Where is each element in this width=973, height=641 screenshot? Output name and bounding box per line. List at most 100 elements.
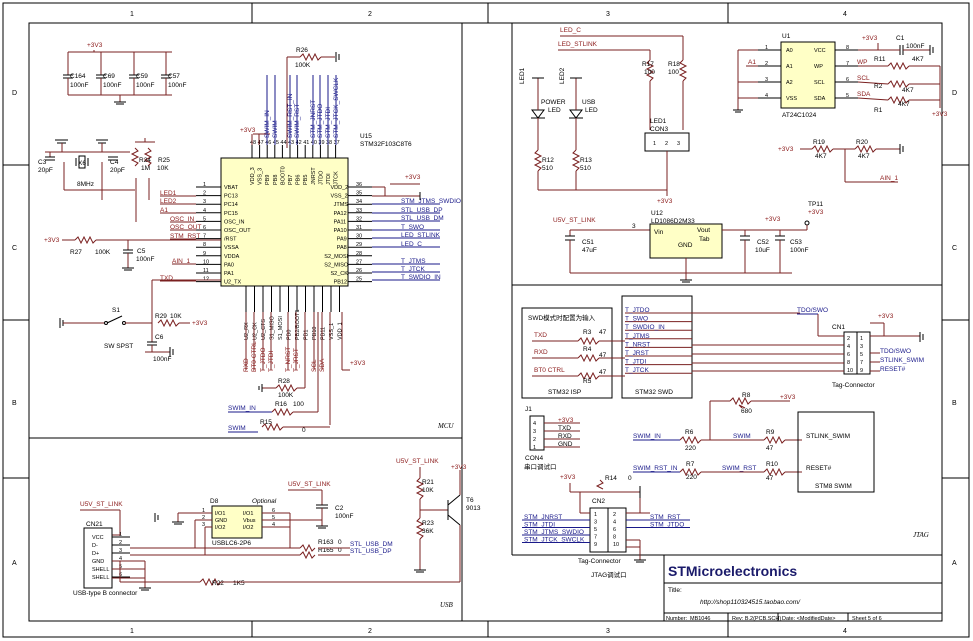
col-label: 4 <box>843 628 847 635</box>
led-section: LED_C LED_STLINK R17 100 R18 100 LED1 CO… <box>519 27 690 205</box>
col-label: 2 <box>368 628 372 635</box>
svg-text:R25: R25 <box>158 157 170 164</box>
svg-text:USB: USB <box>582 99 595 106</box>
net-label: GND <box>558 441 573 448</box>
pin-name: VDD_2 <box>331 185 349 191</box>
pin-name: VCC <box>814 48 826 54</box>
pin-name: I/O2 <box>243 525 253 531</box>
pin-number: 10 <box>847 368 853 374</box>
pin-number: 10 <box>613 542 619 548</box>
svg-text:R163: R163 <box>318 539 334 546</box>
svg-text:U1: U1 <box>782 33 791 40</box>
svg-text:GND: GND <box>678 242 693 249</box>
pin-name: D- <box>92 543 98 549</box>
svg-text:0: 0 <box>628 475 632 482</box>
svg-text:STL_USB_DP: STL_USB_DP <box>350 548 392 555</box>
pin-name: PA8 <box>337 245 347 251</box>
pin-number: 9 <box>594 542 597 548</box>
pin-name: PA12 <box>334 211 347 217</box>
pin-number: 4 <box>533 421 536 427</box>
svg-text:Vout: Vout <box>697 227 710 234</box>
pin-number: 1 <box>533 445 536 451</box>
net-label: T_JTCK <box>401 266 426 273</box>
net-label: TXD <box>160 275 173 282</box>
svg-text:10uF: 10uF <box>755 247 770 254</box>
pin-name: S1_MISO <box>270 315 276 340</box>
net-label: T_JTMS <box>625 333 650 340</box>
pin-number: 5 <box>272 515 275 521</box>
pin-number: 8 <box>613 535 616 541</box>
svg-text:C5: C5 <box>137 248 146 255</box>
net-label: +3V3 <box>558 417 574 424</box>
svg-text:串口调试口: 串口调试口 <box>524 462 557 471</box>
svg-text:STLINK_SWIM: STLINK_SWIM <box>880 357 924 364</box>
svg-text:+3V3: +3V3 <box>808 209 824 216</box>
pin-number: 4 <box>272 522 275 528</box>
svg-text:http://shop110324515.taobao.co: http://shop110324515.taobao.com/ <box>700 599 801 606</box>
pin-name: PB2/BOOT1 <box>295 309 301 340</box>
pin-number: 3 <box>594 520 597 526</box>
svg-text:SCL: SCL <box>857 75 870 82</box>
svg-text:4K7: 4K7 <box>912 56 924 63</box>
net-label: TXD <box>558 425 571 432</box>
net-label: SWIM_RST <box>294 104 301 138</box>
pin-number: 3 <box>765 77 768 83</box>
pin-number: 1 <box>202 508 205 514</box>
col-label: 3 <box>606 11 610 18</box>
svg-text:10K: 10K <box>422 487 434 494</box>
pin-name: GND <box>215 518 227 524</box>
net-label: STM_JTDI <box>524 522 555 529</box>
net-label: A1 <box>160 207 168 214</box>
pin-name: D+ <box>92 551 99 557</box>
svg-text:LED: LED <box>585 107 598 114</box>
svg-text:100: 100 <box>644 69 655 76</box>
svg-text:R17: R17 <box>642 61 654 68</box>
pin-name: PB9 <box>265 175 271 185</box>
svg-text:220: 220 <box>686 474 697 481</box>
svg-text:STM8 SWIM: STM8 SWIM <box>815 483 852 490</box>
pin-name: WP <box>814 64 823 70</box>
net-label: T_SWO <box>401 224 424 231</box>
pin-name: S2_CK <box>331 271 349 277</box>
svg-text:AT24C1024: AT24C1024 <box>782 112 817 119</box>
pin-name: JTCK <box>334 171 340 185</box>
pin-number: 47 <box>258 140 264 146</box>
net-label: T_JTDI <box>625 359 647 366</box>
cap-ref: C59 <box>136 73 148 80</box>
svg-text:0: 0 <box>302 427 306 434</box>
company-name: STMicroelectronics <box>668 563 797 579</box>
net-label: T_SWDIO_IN <box>401 274 441 281</box>
pin-number: 6 <box>847 352 850 358</box>
pin-name: I/O1 <box>243 511 253 517</box>
pin-name: SHELL <box>92 567 109 573</box>
svg-text:S1: S1 <box>112 307 120 314</box>
svg-text:4K7: 4K7 <box>858 153 870 160</box>
pin-name: I/O2 <box>215 525 225 531</box>
pin-number: 8 <box>203 242 206 248</box>
pin-number: 1 <box>765 45 768 51</box>
svg-text:4K7: 4K7 <box>815 153 827 160</box>
svg-text:SWIM_IN: SWIM_IN <box>228 405 256 412</box>
col-label: 1 <box>130 628 134 635</box>
pin-name: A2 <box>786 80 793 86</box>
svg-text:Date: <ModifiedDate>: Date: <ModifiedDate> <box>782 616 836 622</box>
svg-text:+3V3: +3V3 <box>932 111 948 118</box>
cap-ref: C164 <box>70 73 86 80</box>
pin-name: PA11 <box>334 219 347 225</box>
pin-name: U2_TX <box>224 280 241 286</box>
pin-number: 7 <box>203 234 206 240</box>
svg-text:LED_STLINK: LED_STLINK <box>558 41 598 48</box>
net-label: STM_RST <box>650 514 680 521</box>
pin-number: 43 <box>288 140 294 146</box>
net-label: LED2 <box>160 198 177 205</box>
svg-text:100K: 100K <box>295 62 311 69</box>
svg-text:TP11: TP11 <box>808 201 823 208</box>
svg-text:R29: R29 <box>155 313 167 320</box>
pin-number: 2 <box>847 336 850 342</box>
pin-number: 3 <box>533 429 536 435</box>
pin-number: 35 <box>356 191 362 197</box>
net-label: STM_RST <box>170 233 200 240</box>
pin-name: A1 <box>786 64 793 70</box>
svg-text:4K7: 4K7 <box>902 87 914 94</box>
